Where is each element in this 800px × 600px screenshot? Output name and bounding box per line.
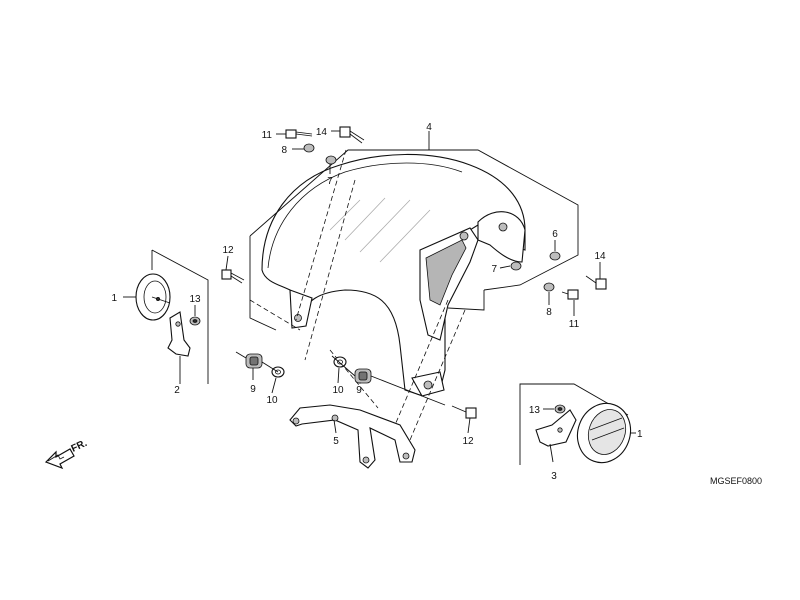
left-reflector-stay <box>167 311 191 357</box>
washer-8-top <box>303 143 315 153</box>
left-reflector-assembly <box>135 249 209 384</box>
callout-10-left: 10 <box>266 395 278 406</box>
callout-4: 4 <box>426 122 432 133</box>
bolt-12-top <box>221 269 245 284</box>
nut-13-left <box>189 316 201 326</box>
callout-10-right: 10 <box>332 385 344 396</box>
callout-3: 3 <box>551 471 557 482</box>
left-reflector <box>135 273 171 321</box>
callout-14-top: 14 <box>316 127 328 138</box>
bolt-14-right <box>585 275 607 290</box>
fr-label: FR. <box>70 438 89 455</box>
assembly-outline <box>249 149 579 441</box>
callout-12-bottom: 12 <box>462 436 474 447</box>
callout-12-top: 12 <box>222 245 234 256</box>
washer-8-right <box>543 282 555 292</box>
callout-7-top: 7 <box>327 176 333 187</box>
clip-nut-7-right <box>510 261 522 271</box>
clip-6 <box>549 251 561 261</box>
callout-8-right: 8 <box>546 307 552 318</box>
leader-lines <box>123 130 636 463</box>
fender-bracket <box>289 404 416 469</box>
bolt-14-top <box>339 126 365 144</box>
nut-13-right <box>554 404 566 414</box>
callout-2: 2 <box>174 385 180 396</box>
callout-6: 6 <box>552 229 558 240</box>
collar-right <box>333 356 347 368</box>
callout-1-right: 1 <box>637 429 643 440</box>
right-reflector-assembly <box>519 383 632 465</box>
callout-numbers: 1 1 2 3 4 5 6 7 7 8 8 9 9 10 10 11 11 12… <box>111 122 643 482</box>
fasteners <box>189 126 607 419</box>
bolt-12-bottom <box>451 405 477 419</box>
clip-nut-7-top <box>325 155 337 165</box>
right-reflector-stay <box>535 409 577 447</box>
callout-13-left: 13 <box>189 294 201 305</box>
callout-5: 5 <box>333 436 339 447</box>
grommet-left <box>245 353 263 369</box>
callout-9-left: 9 <box>250 384 256 395</box>
callout-9-right: 9 <box>356 385 362 396</box>
callout-11-top: 11 <box>262 130 273 141</box>
callout-7-right: 7 <box>491 264 497 275</box>
callout-1-left: 1 <box>111 293 117 304</box>
front-fender <box>261 153 526 397</box>
grommets <box>235 351 446 406</box>
front-direction-arrow: FR. <box>44 438 89 470</box>
diagram-code: MGSEF0800 <box>710 476 762 486</box>
right-reflector <box>576 402 632 464</box>
bolt-11-top <box>285 129 313 139</box>
callout-14-right: 14 <box>594 251 606 262</box>
bolt-11-right <box>561 289 579 300</box>
grommet-right <box>354 368 372 384</box>
callout-13-right: 13 <box>529 405 541 416</box>
callout-11-right: 11 <box>569 319 580 330</box>
callout-8-top: 8 <box>281 145 287 156</box>
